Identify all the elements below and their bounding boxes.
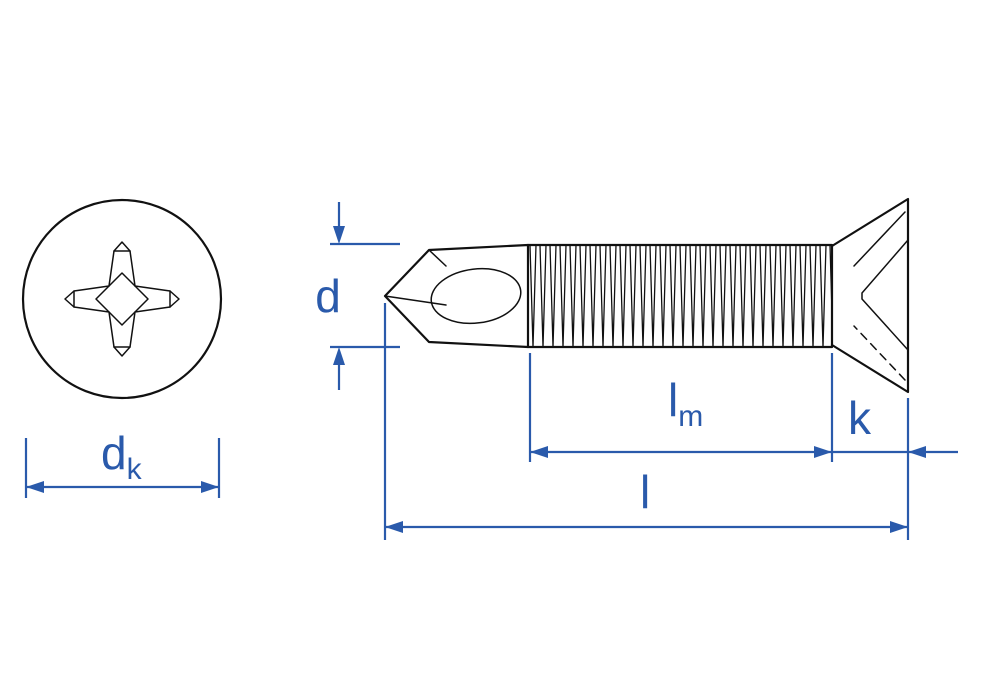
dim-lm-arrow-right	[814, 446, 832, 458]
head-recess-upper-edge	[853, 211, 906, 267]
countersunk-head	[830, 197, 910, 394]
dim-k-arrow	[908, 446, 926, 458]
dim-l: l	[383, 303, 908, 540]
phillips-recess-outline	[64, 241, 180, 357]
dim-d-extension-lines	[330, 242, 400, 349]
dim-d-arrow-bottom	[333, 347, 345, 365]
dim-l-arrow-right	[890, 521, 908, 533]
threaded-shank	[526, 243, 834, 349]
thread-boundary	[526, 243, 834, 349]
dim-k: k	[832, 392, 958, 540]
dim-d: d	[315, 202, 400, 390]
label-dk: dk	[101, 427, 143, 486]
dim-d-arrow-top	[333, 226, 345, 244]
drill-flute	[430, 267, 522, 325]
thread-hatching	[528, 245, 832, 347]
dim-lm-arrow-left	[530, 446, 548, 458]
screw-side-view	[383, 197, 910, 394]
dim-l-arrow-left	[385, 521, 403, 533]
drill-point	[383, 243, 530, 349]
head-outline-circle	[21, 198, 223, 400]
drill-point-detail-lines	[384, 249, 447, 306]
label-lm: lm	[668, 374, 703, 433]
screw-head-top-view	[21, 198, 223, 400]
dim-dk-arrow-right	[201, 481, 219, 493]
head-recess-hidden-edge	[853, 325, 906, 381]
head-outline	[830, 197, 910, 394]
head-recess-notch	[861, 239, 909, 351]
dim-lm-extension-lines	[528, 353, 834, 462]
label-l: l	[640, 466, 650, 518]
phillips-recess-facets	[73, 250, 171, 348]
dim-dk: dk	[24, 427, 221, 498]
dim-dk-arrow-left	[26, 481, 44, 493]
label-k: k	[848, 392, 872, 444]
label-d: d	[315, 270, 341, 322]
phillips-recess-diamond	[95, 272, 149, 326]
dim-lm: lm	[528, 353, 834, 462]
drill-point-silhouette	[383, 243, 530, 349]
